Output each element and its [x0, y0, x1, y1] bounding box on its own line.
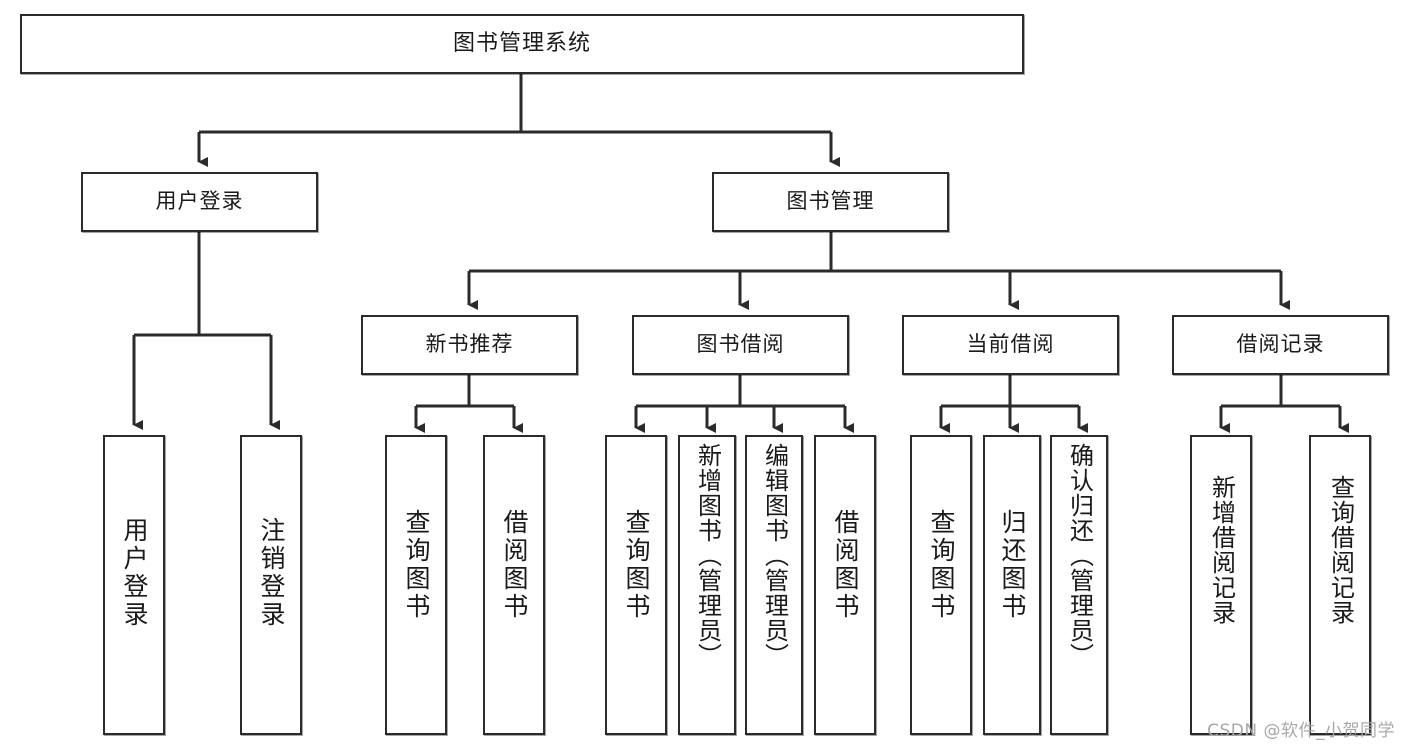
node-leaf-borrow-book-2[interactable]: 借阅图书: [814, 435, 876, 735]
node-book-borrow-label: 图书借阅: [696, 332, 785, 357]
node-user-login-label: 用户登录: [155, 189, 244, 214]
watermark: CSDN @软件_小贺同学: [1207, 721, 1395, 741]
node-leaf-query-book-2[interactable]: 查询图书: [605, 435, 667, 735]
node-leaf-user-login-label: 用户登录: [120, 517, 149, 629]
node-leaf-query-book-2-label: 查询图书: [622, 509, 651, 621]
node-leaf-borrow-book-1[interactable]: 借阅图书: [483, 435, 545, 735]
node-leaf-logout-login-label: 注销登录: [257, 517, 286, 629]
node-leaf-add-book[interactable]: 新增图书（管理员）: [678, 435, 736, 735]
node-root[interactable]: 图书管理系统: [20, 14, 1024, 74]
node-user-login[interactable]: 用户登录: [81, 172, 318, 232]
node-root-label: 图书管理系统: [452, 30, 591, 56]
node-borrow-record-label: 借阅记录: [1236, 332, 1325, 357]
node-leaf-add-book-label: 新增图书（管理员）: [693, 443, 722, 668]
node-leaf-return-book[interactable]: 归还图书: [983, 435, 1041, 735]
node-new-book-recommend-label: 新书推荐: [425, 332, 514, 357]
node-leaf-query-book-3-label: 查询图书: [927, 509, 956, 621]
node-new-book-recommend[interactable]: 新书推荐: [361, 315, 578, 375]
node-book-borrow[interactable]: 图书借阅: [632, 315, 849, 375]
node-leaf-edit-book[interactable]: 编辑图书（管理员）: [745, 435, 803, 735]
node-current-borrow-label: 当前借阅: [966, 332, 1055, 357]
node-leaf-user-login[interactable]: 用户登录: [103, 435, 165, 735]
node-leaf-borrow-book-1-label: 借阅图书: [500, 509, 529, 621]
node-leaf-add-record-label: 新增借阅记录: [1207, 475, 1236, 625]
node-leaf-borrow-book-2-label: 借阅图书: [831, 509, 860, 621]
node-leaf-query-record[interactable]: 查询借阅记录: [1309, 435, 1371, 735]
node-leaf-confirm-return[interactable]: 确认归还（管理员）: [1050, 435, 1108, 735]
node-book-manage[interactable]: 图书管理: [712, 172, 949, 232]
node-leaf-add-record[interactable]: 新增借阅记录: [1190, 435, 1252, 735]
node-leaf-query-record-label: 查询借阅记录: [1326, 475, 1355, 625]
node-current-borrow[interactable]: 当前借阅: [902, 315, 1119, 375]
node-borrow-record[interactable]: 借阅记录: [1172, 315, 1389, 375]
node-leaf-query-book-1[interactable]: 查询图书: [385, 435, 447, 735]
node-leaf-query-book-3[interactable]: 查询图书: [910, 435, 972, 735]
node-book-manage-label: 图书管理: [786, 189, 875, 214]
node-leaf-confirm-return-label: 确认归还（管理员）: [1065, 443, 1094, 668]
node-leaf-query-book-1-label: 查询图书: [402, 509, 431, 621]
node-leaf-return-book-label: 归还图书: [998, 509, 1027, 621]
node-leaf-logout-login[interactable]: 注销登录: [240, 435, 302, 735]
node-leaf-edit-book-label: 编辑图书（管理员）: [760, 443, 789, 668]
